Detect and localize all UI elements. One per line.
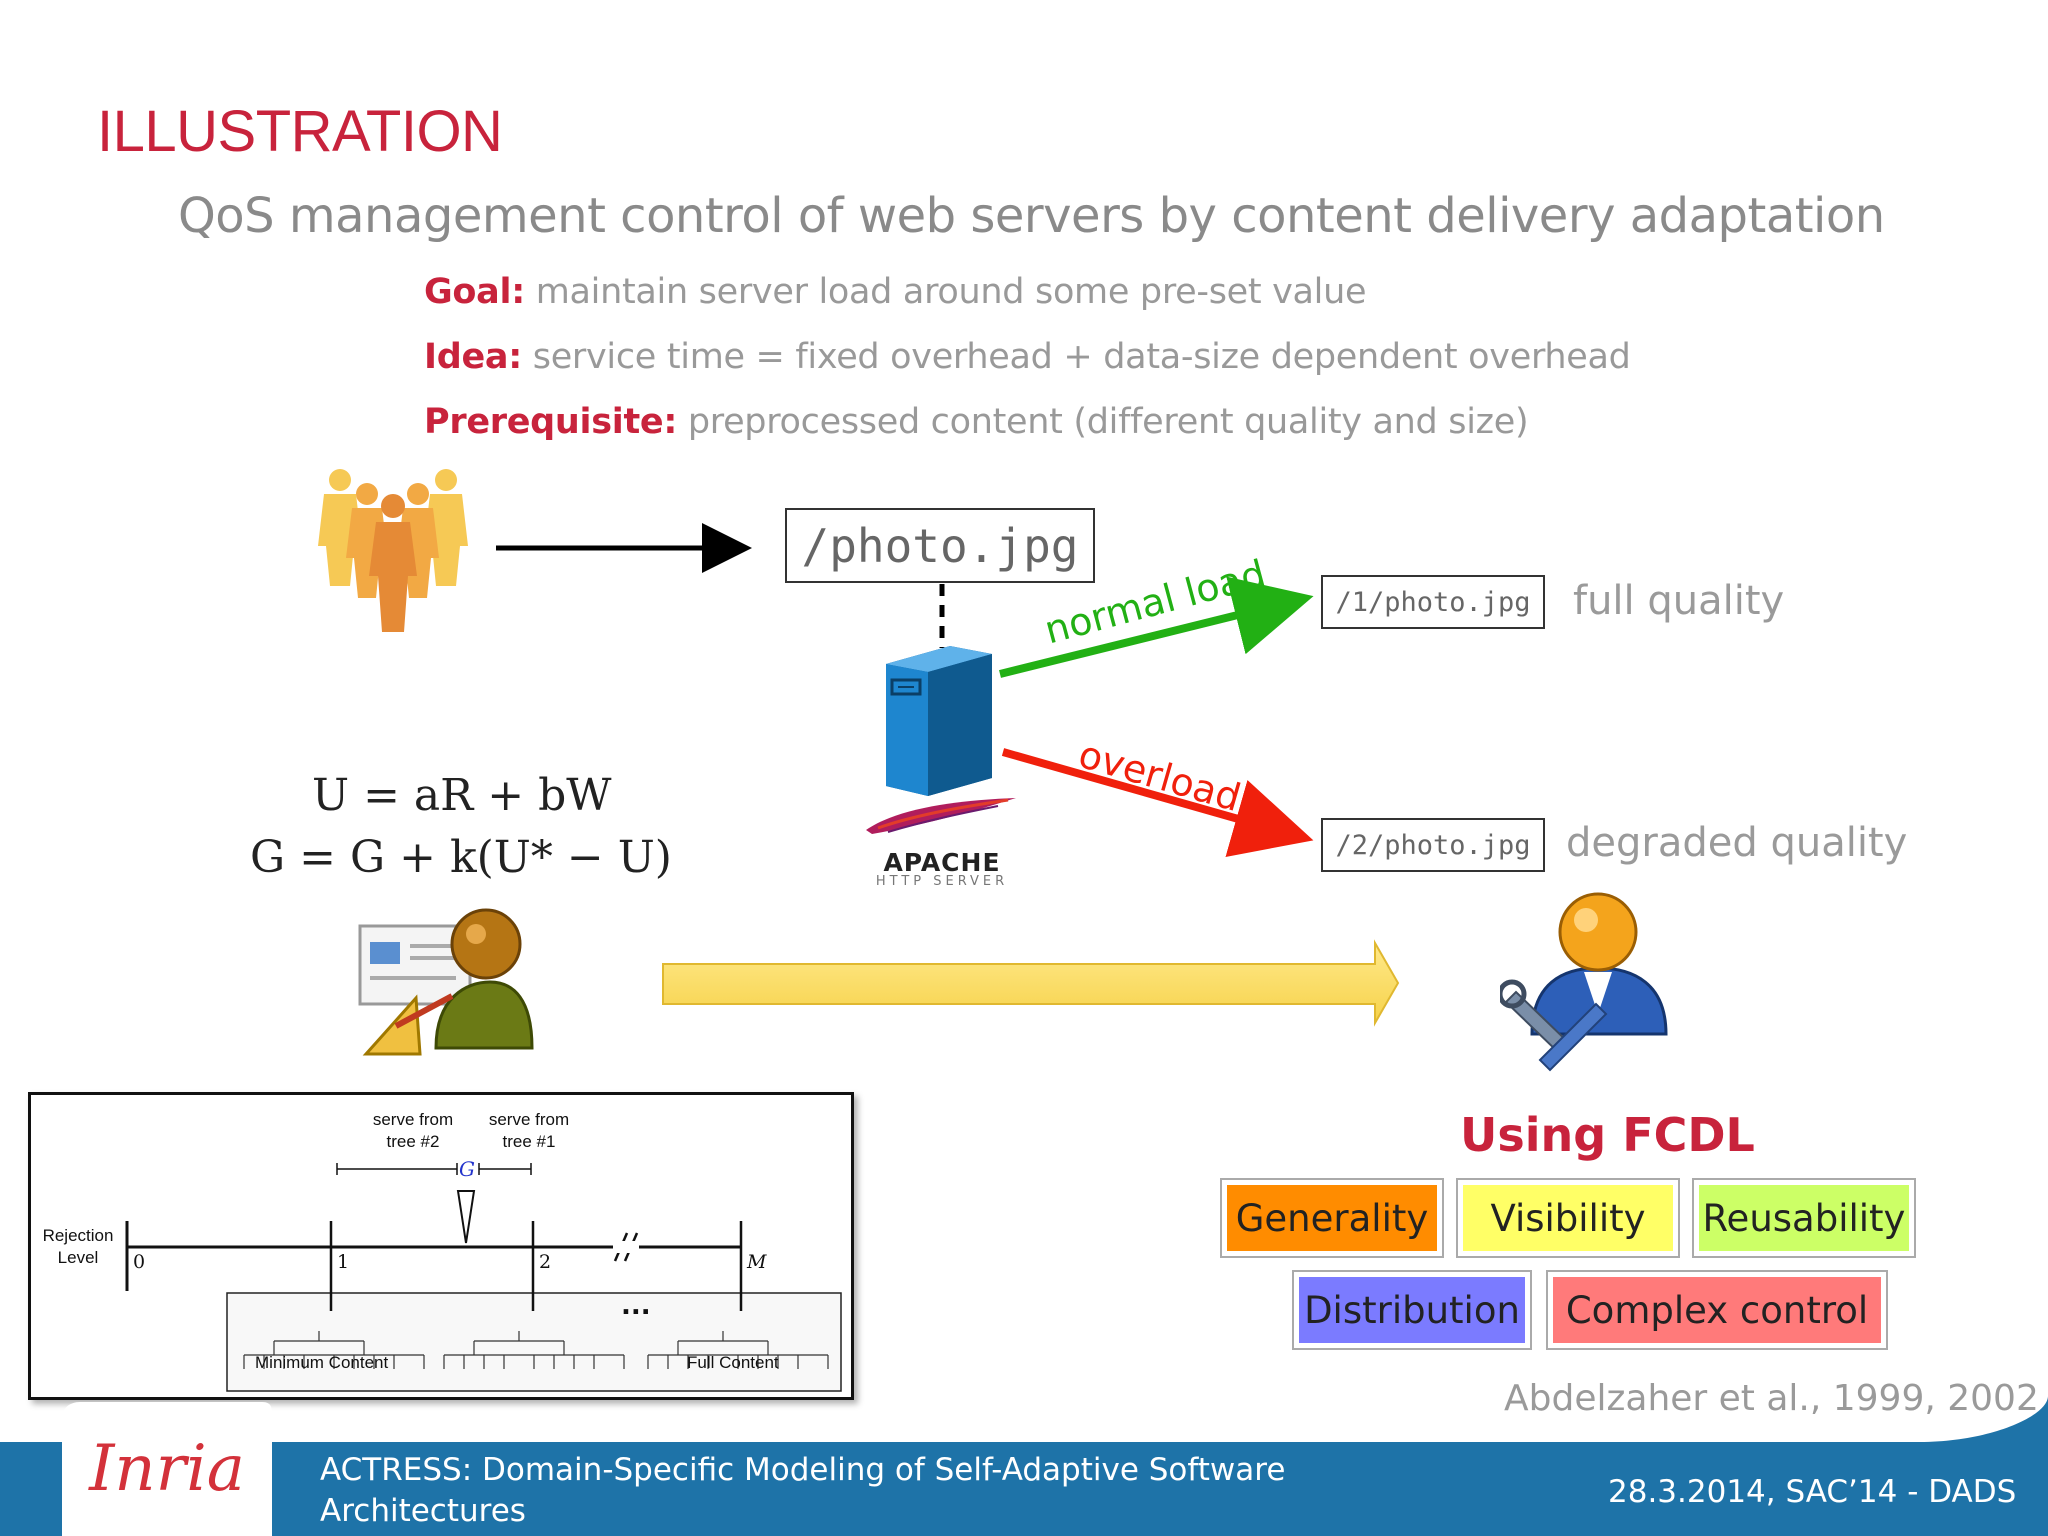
goal-text: maintain server load around some pre-set… [524, 272, 1367, 312]
full-url-box: /1/photo.jpg [1321, 575, 1545, 629]
ellipsis: ... [621, 1291, 651, 1321]
idea-line: Idea: service time = fixed overhead + da… [424, 337, 1631, 377]
serve-tree2-line2: tree #2 [386, 1132, 440, 1151]
overload-arrow [1001, 748, 1314, 857]
slide-title: ILLUSTRATION [97, 99, 503, 164]
engineer-icon [1500, 892, 1668, 1072]
serve-tree2-line1: serve from [372, 1110, 454, 1129]
goal-line: Goal: maintain server load around some p… [424, 272, 1367, 312]
fcdl-title: Using FCDL [1460, 1108, 1755, 1162]
full-quality-label: full quality [1573, 578, 1785, 624]
slide-subtitle: QoS management control of web servers by… [178, 188, 1885, 244]
degraded-url-box: /2/photo.jpg [1321, 818, 1545, 872]
footer-band [0, 1396, 2048, 1536]
tick-0: 0 [133, 1251, 146, 1273]
equation-utilization: U = aR + bW [312, 770, 612, 821]
tick-m: M [747, 1251, 767, 1273]
full-content-label: Full Content [687, 1353, 779, 1372]
citation: Abdelzaher et al., 1999, 2002 [1504, 1378, 2039, 1419]
footer-title-line2: Architectures [320, 1493, 526, 1529]
figure-drawing [125, 1163, 842, 1392]
tick-1: 1 [337, 1251, 350, 1273]
goal-key: Goal: [424, 272, 525, 312]
footer-title-line1: ACTRESS: Domain-Specific Modeling of Sel… [320, 1452, 1286, 1488]
rejection-level-figure: serve from tree #2 serve from tree #1 G … [28, 1092, 854, 1400]
rejection-level-label: Rejection Level [33, 1225, 123, 1269]
apache-sublabel: HTTP SERVER [875, 874, 1009, 889]
apache-feather-icon [866, 798, 1016, 834]
normal-load-arrow [999, 576, 1314, 678]
feature-distribution: Distribution [1292, 1270, 1532, 1350]
inria-logo: Inria [89, 1432, 245, 1506]
prerequisite-text: preprocessed content (different quality … [677, 402, 1529, 442]
server-icon [886, 646, 992, 796]
feature-complex-control-label: Complex control [1553, 1277, 1881, 1343]
idea-text: service time = fixed overhead + data-siz… [521, 337, 1631, 377]
apache-label: APACHE [883, 848, 1001, 877]
serve-tree1-line2: tree #1 [502, 1132, 556, 1151]
serve-tree2-label: serve from tree #2 [343, 1109, 483, 1153]
minimum-content-label: Minimum Content [255, 1353, 389, 1372]
feature-visibility: Visibility [1456, 1178, 1680, 1258]
serve-tree1-label: serve from tree #1 [459, 1109, 599, 1153]
g-marker-label: G [459, 1157, 475, 1181]
tick-2: 2 [539, 1251, 552, 1273]
serve-tree1-line1: serve from [488, 1110, 570, 1129]
rejection-line1: Rejection [42, 1226, 114, 1245]
idea-key: Idea: [424, 337, 522, 377]
degraded-quality-label: degraded quality [1566, 820, 1908, 866]
rejection-line2: Level [57, 1248, 99, 1267]
equation-control: G = G + k(U* − U) [250, 832, 672, 883]
feature-distribution-label: Distribution [1299, 1277, 1525, 1343]
feature-reusability: Reusability [1692, 1178, 1916, 1258]
transformation-arrow [662, 939, 1400, 1027]
feature-visibility-label: Visibility [1463, 1185, 1673, 1251]
feature-complex-control: Complex control [1546, 1270, 1888, 1350]
footer-date: 28.3.2014, SAC’14 - DADS [1608, 1474, 2017, 1510]
feature-reusability-label: Reusability [1699, 1185, 1909, 1251]
feature-generality-label: Generality [1227, 1185, 1437, 1251]
prerequisite-key: Prerequisite: [424, 402, 678, 442]
users-crowd-icon [318, 469, 468, 632]
request-url-box: /photo.jpg [785, 508, 1095, 583]
designer-icon [358, 908, 534, 1056]
prerequisite-line: Prerequisite: preprocessed content (diff… [424, 402, 1529, 442]
feature-generality: Generality [1220, 1178, 1444, 1258]
